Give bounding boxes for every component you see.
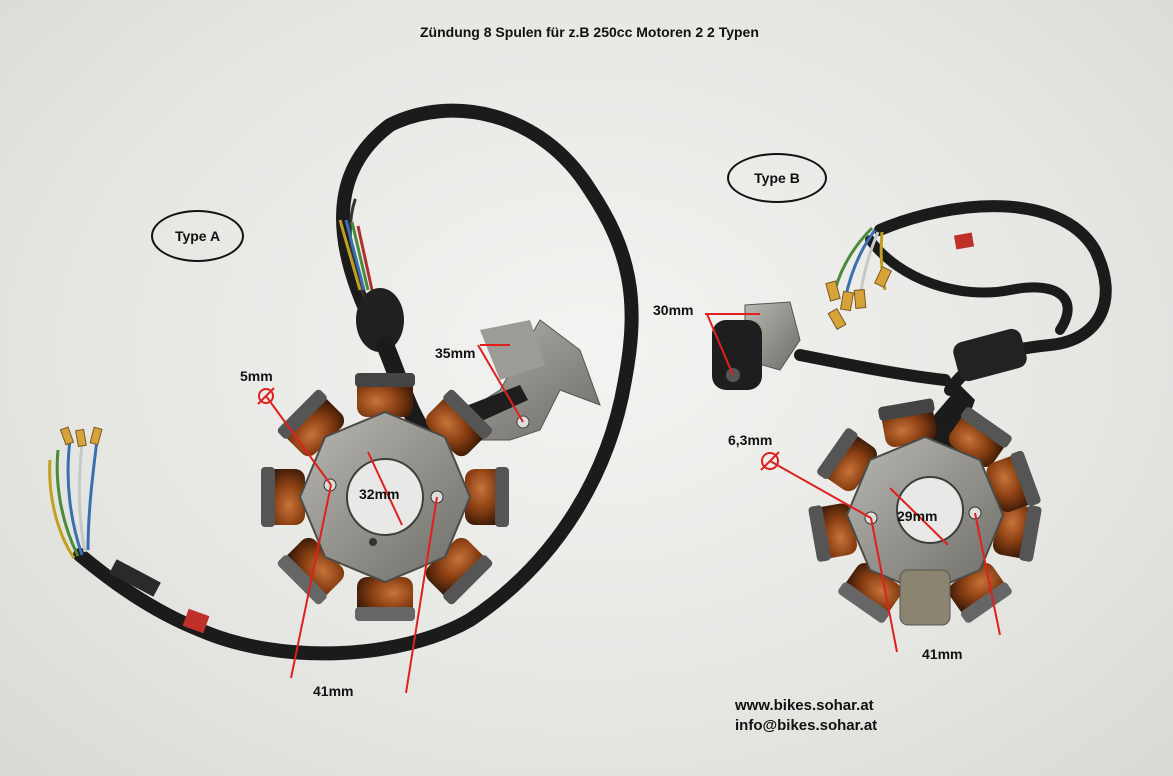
type-b-connectors <box>825 266 892 330</box>
type-b-stator <box>808 398 1042 626</box>
type-b-red-tape <box>953 232 975 250</box>
type-a-grommet-wires <box>338 219 374 291</box>
type-a-stator <box>261 373 509 621</box>
type-a-label: Type A <box>174 228 221 244</box>
contact-block: www.bikes.sohar.at info@bikes.sohar.at <box>735 696 877 736</box>
type-b-bore-line <box>889 487 949 546</box>
type-a-sleeve <box>109 559 161 597</box>
type-b-hole-line <box>769 460 872 519</box>
type-b-pickup <box>712 301 801 390</box>
type-b-pickup-label: 30mm <box>653 302 694 318</box>
type-b-spacing-line-right <box>974 512 1001 636</box>
annotation-lines <box>257 313 1001 694</box>
type-a-connectors <box>59 426 103 448</box>
type-a-spacing-line-left <box>290 484 332 679</box>
type-a-pickup-line <box>477 344 524 423</box>
type-b-bore-label: 29mm <box>897 508 938 524</box>
type-b-grommet <box>953 328 1027 382</box>
type-b-oval: Type B <box>727 153 827 203</box>
type-b-spacing-line-left <box>870 517 898 653</box>
type-a-spacing-line-right <box>405 496 438 694</box>
type-a-grommet <box>356 288 404 352</box>
type-a-center-bore <box>346 458 424 536</box>
type-b-hole-marker <box>761 452 779 470</box>
type-a-oval: Type A <box>151 210 244 262</box>
type-a-pickup-label: 35mm <box>435 345 476 361</box>
type-b-label: Type B <box>754 170 800 186</box>
type-b-spacing-label: 41mm <box>922 646 963 662</box>
type-b-pulser-housing <box>899 569 951 626</box>
type-a-red-tape <box>182 608 210 634</box>
type-a-coils <box>261 373 509 621</box>
type-b-hole-label: 6,3mm <box>728 432 773 448</box>
type-b-coils <box>808 398 1042 623</box>
type-a-wire-tails <box>48 439 99 559</box>
type-a-bore-line <box>367 451 403 526</box>
page-title: Zündung 8 Spulen für z.B 250cc Motoren 2… <box>420 24 759 40</box>
type-a-hole-label: 5mm <box>240 368 273 384</box>
type-a-spacing-label: 41mm <box>313 683 354 699</box>
website-text: www.bikes.sohar.at <box>735 697 874 714</box>
type-b-wire-tails <box>833 226 887 301</box>
type-a-bore-label: 32mm <box>359 486 400 502</box>
email-text: info@bikes.sohar.at <box>735 717 878 734</box>
type-a-hole-line <box>265 395 332 486</box>
type-b-pickup-line <box>706 313 734 376</box>
type-a-hole-marker <box>258 388 274 404</box>
type-b-center-bore <box>896 476 964 544</box>
